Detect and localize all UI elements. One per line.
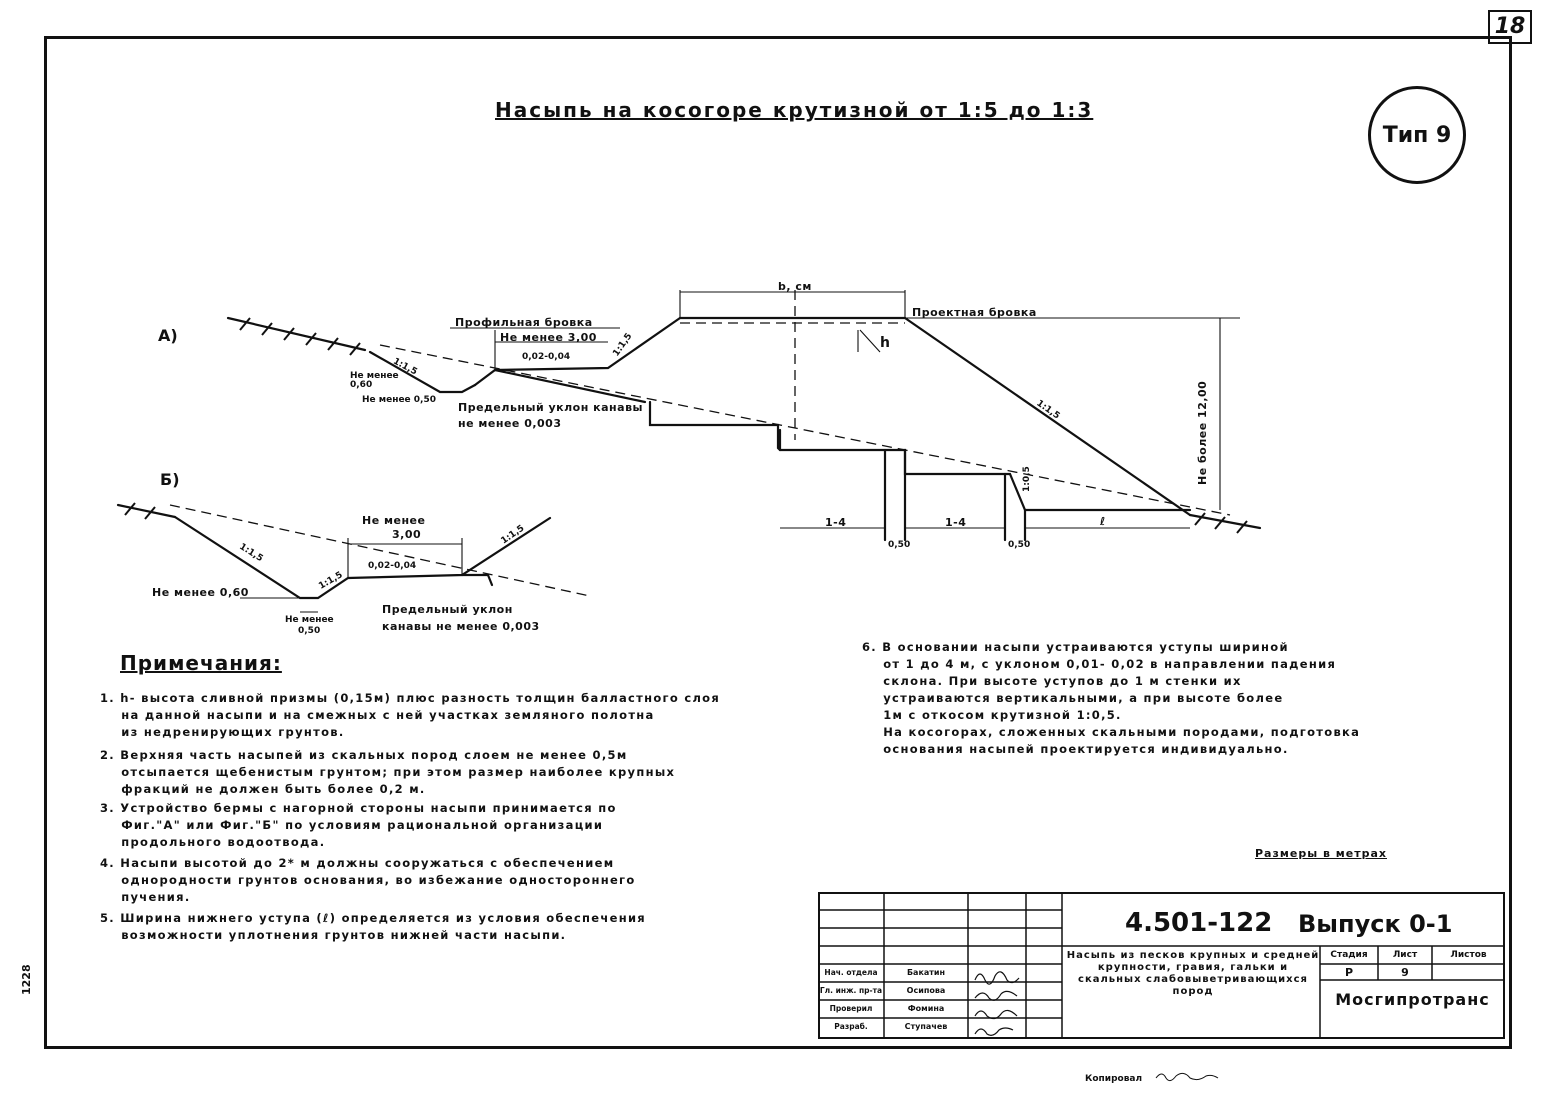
notes-heading: Примечания: <box>120 651 282 675</box>
fig-a-min-0-6: Не менее 0,60 <box>350 371 399 390</box>
fig-a-slope-range: 0,02-0,04 <box>522 352 571 362</box>
note-3: 3. Устройство бермы с нагорной стороны н… <box>100 801 617 849</box>
profile-edge-label: Профильная бровка <box>455 316 593 329</box>
name-2: Осипова <box>906 986 946 995</box>
fig-a-min-0-5: Не менее 0,50 <box>362 395 436 405</box>
step-1-label: 1-4 <box>825 516 847 529</box>
copied-by-note: Копировал <box>1085 1074 1143 1084</box>
h-label: h <box>880 335 890 351</box>
gap-2-label: 0,50 <box>1008 540 1031 550</box>
signatures <box>974 971 1020 1036</box>
fig-b-min-0-6: Не менее 0,60 <box>152 586 249 599</box>
drawing-description: Насыпь из песков крупных и средней крупн… <box>1066 950 1320 997</box>
fig-b-bottom-label: Не менее <box>285 615 334 625</box>
name-4: Ступачев <box>904 1022 948 1031</box>
sheet-value: 9 <box>1401 966 1409 979</box>
title-block <box>818 892 1505 1039</box>
fig-b-slope-range: 0,02-0,04 <box>368 561 417 571</box>
fig-a-base-line <box>493 368 647 404</box>
role-3: Проверил <box>829 1004 873 1013</box>
fig-b-ditch-slope-2: канавы не менее 0,003 <box>382 620 540 633</box>
role-2: Гл. инж. пр-та <box>819 986 883 995</box>
fig-a-label: А) <box>158 326 178 345</box>
fig-b-natural-ground-dashed <box>169 504 591 597</box>
fig-a-berm-and-slope <box>473 316 682 387</box>
fig-a-natural-ground-dashed <box>379 344 1231 516</box>
gap-1-label: 0,50 <box>888 540 911 550</box>
b-cm-label: b, см <box>778 280 812 293</box>
note-1: 1. h- высота сливной призмы (0,15м) плюс… <box>100 691 721 739</box>
fig-b-min-value: 3,00 <box>392 528 422 541</box>
fig-b-label: Б) <box>160 470 180 489</box>
note-5: 5. Ширина нижнего уступа (ℓ) определяетс… <box>100 911 646 942</box>
sheets-header: Листов <box>1450 950 1487 960</box>
l-label: ℓ <box>1100 515 1106 528</box>
type-badge: Тип 9 <box>1368 86 1466 184</box>
note-2: 2. Верхняя часть насыпей из скальных пор… <box>100 748 676 796</box>
fig-a-min-3-label: Не менее 3,00 <box>500 331 597 344</box>
drawing-frame <box>44 36 1512 1049</box>
name-3: Фомина <box>907 1004 945 1013</box>
note-6: 6. В основании насыпи устраиваются уступ… <box>862 640 1361 756</box>
fig-b-bottom-value: 0,50 <box>298 626 321 636</box>
role-4: Разраб. <box>834 1022 868 1031</box>
fig-a-ditch-slope: Предельный уклон канавы не менее 0,003 <box>458 401 643 430</box>
document-number: 4.501-122 <box>1125 908 1273 938</box>
design-edge-label: Проектная бровка <box>912 306 1037 319</box>
role-1: Нач. отдела <box>824 968 878 977</box>
fig-a-steps <box>648 400 1192 512</box>
organization-name: Мосгипротранс <box>1335 990 1490 1009</box>
drawing-title: Насыпь на косогоре крутизной от 1:5 до 1… <box>495 98 1094 122</box>
name-1: Бакатин <box>906 968 946 977</box>
fig-b-ditch-slope-1: Предельный уклон <box>382 603 513 616</box>
stage-header: Стадия <box>1330 950 1368 960</box>
sheet-header: Лист <box>1392 950 1418 960</box>
fig-b-profile <box>173 515 552 600</box>
fig-a-ditch <box>368 350 477 394</box>
fig-b-min-label: Не менее <box>362 514 426 527</box>
fig-a-right-slope <box>903 316 1192 517</box>
fig-a-ground-left <box>226 316 367 352</box>
step-2-label: 1-4 <box>945 516 967 529</box>
copier-signature <box>1155 1072 1219 1082</box>
dimensions-note: Размеры в метрах <box>1255 847 1387 860</box>
side-number: 1228 <box>20 964 33 995</box>
stage-value: Р <box>1344 966 1354 979</box>
note-4: 4. Насыпи высотой до 2* м должны сооружа… <box>100 856 636 904</box>
issue-label: Выпуск 0-1 <box>1298 910 1453 938</box>
